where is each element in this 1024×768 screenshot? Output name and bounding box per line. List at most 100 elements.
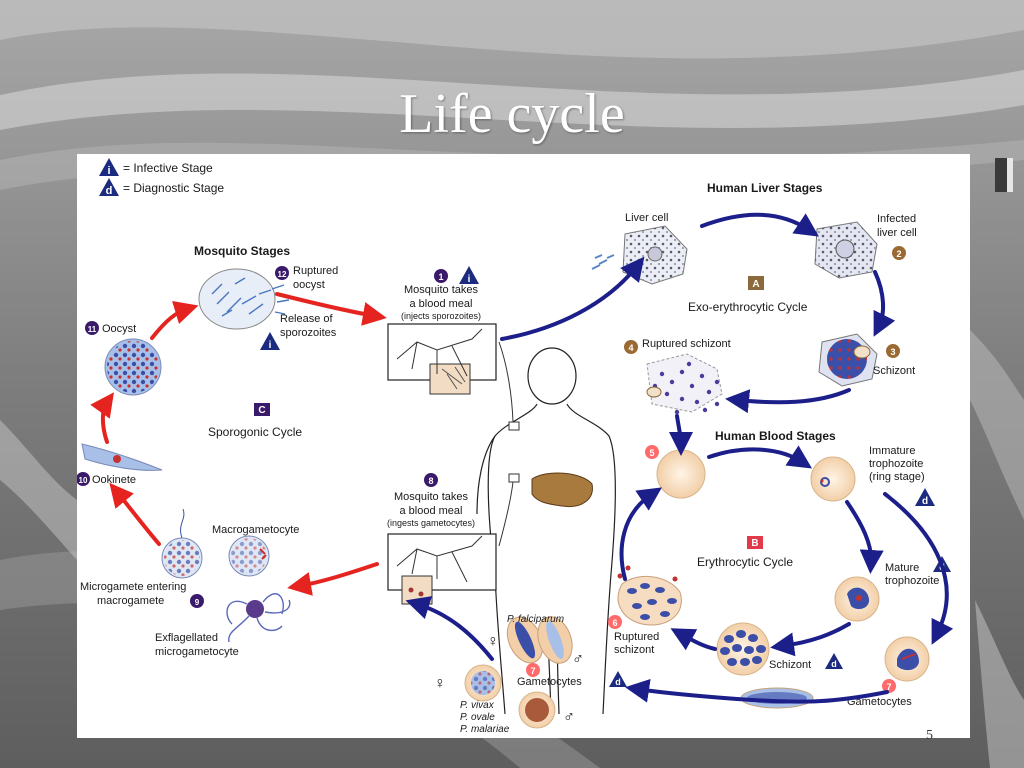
- malariae-label: P. malariae: [460, 724, 510, 735]
- liver-icon: [531, 472, 593, 508]
- feeding-site-marker: [508, 473, 520, 483]
- ruptured-oocyst-label-1: Ruptured: [293, 265, 338, 277]
- cycle-b-badge: [747, 536, 763, 549]
- stage-1-label-1: Mosquito takes: [404, 284, 478, 296]
- blood-stages-heading: Human Blood Stages: [715, 429, 836, 443]
- arrow-rupture-to-rbc-loop: [619, 487, 662, 581]
- stage-5-number: 5: [649, 448, 654, 458]
- erythrocytic-cycle-label: Erythrocytic Cycle: [697, 555, 793, 569]
- ookinete-icon: [81, 443, 163, 471]
- stage-4-badge: [624, 340, 638, 354]
- sporozoites-icon: [591, 254, 615, 270]
- vivax-ovale-malariae-gametocytes: [464, 664, 556, 729]
- oocyst-label: Oocyst: [102, 323, 136, 335]
- stage-7-number-right: 7: [886, 682, 891, 692]
- ruptured-schizont-blood-label-2: schizont: [614, 644, 654, 656]
- male-symbol-top: ♂: [572, 651, 584, 668]
- malaria-life-cycle-diagram: i = Infective Stage d = Diagnostic Stage…: [77, 154, 970, 738]
- arrow-ookinete-to-oocyst: [90, 392, 114, 444]
- svg-text:d: d: [831, 659, 837, 669]
- stage-8-label-1: Mosquito takes: [394, 491, 468, 503]
- callout-line-bottom: [498, 481, 514, 547]
- legend: i = Infective Stage d = Diagnostic Stage: [99, 158, 224, 197]
- stage-8-label-3: (ingests gametocytes): [387, 518, 475, 528]
- infected-liver-cell-label-2: liver cell: [877, 227, 917, 239]
- stage-1-label-3: (injects sporozoites): [401, 311, 481, 321]
- cycle-a-letter: A: [752, 279, 759, 290]
- liver-cell-label: Liver cell: [625, 212, 668, 224]
- arrow-ring-to-mature: [845, 500, 884, 574]
- exo-erythrocytic-cycle-label: Exo-erythrocytic Cycle: [688, 300, 808, 314]
- stage-9-badge: [190, 594, 204, 608]
- liver-cell-icon: [622, 225, 688, 285]
- legend-infective-label: = Infective Stage: [123, 161, 213, 175]
- callout-line-top: [498, 341, 514, 423]
- stage-2-number: 2: [896, 249, 901, 259]
- cycle-c-letter: C: [258, 405, 265, 416]
- human-cycle-arrows: [405, 212, 954, 704]
- microgamete-label-2: macrogamete: [97, 595, 164, 607]
- cycle-b-letter: B: [751, 538, 758, 549]
- infective-stage-icon: i: [99, 158, 119, 177]
- arrow-oocyst-to-rupture: [150, 300, 199, 340]
- mosquito-stages-heading: Mosquito Stages: [194, 244, 290, 258]
- svg-text:i: i: [468, 274, 471, 285]
- arrow-rupture-to-rbc: [668, 414, 693, 456]
- svg-text:d: d: [922, 496, 928, 507]
- cycle-a-badge: [748, 276, 764, 290]
- vivax-label: P. vivax: [460, 700, 495, 711]
- immature-trophozoite-label-2: trophozoite: [869, 458, 923, 470]
- svg-text:i: i: [107, 165, 110, 177]
- arrow-gametes-to-ookinete: [109, 482, 161, 546]
- stage-8-badge: [424, 473, 438, 487]
- stage-11-number: 11: [88, 325, 97, 334]
- stage-11-badge: [85, 321, 99, 335]
- release-sporozoites-label-1: Release of: [280, 313, 334, 325]
- arrow-schizont-to-rupture-blood: [670, 628, 717, 651]
- stage-5-badge: [645, 445, 659, 459]
- liver-stages-heading: Human Liver Stages: [707, 181, 823, 195]
- cycle-c-badge: [254, 403, 270, 416]
- stage-3-number: 3: [890, 347, 895, 357]
- exflagellated-label-2: microgametocyte: [155, 646, 239, 658]
- infected-liver-cell-icon: [814, 221, 878, 279]
- stage-7-number-left: 7: [530, 666, 535, 676]
- falciparum-label: P. falciparum: [507, 614, 564, 625]
- stage-9-number: 9: [195, 598, 200, 607]
- diagnostic-icon-schizont: d: [825, 653, 843, 669]
- arrow-rupture-to-mosquito: [275, 292, 387, 326]
- microgamete-label-1: Microgamete entering: [80, 581, 186, 593]
- injection-site-marker: [508, 421, 520, 431]
- arrow-liver-to-infected: [700, 212, 819, 237]
- infective-icon-stage-1: i: [459, 266, 479, 285]
- gametocytes-label-left: Gametocytes: [517, 676, 582, 688]
- male-symbol-bottom: ♂: [563, 709, 575, 726]
- ruptured-oocyst-icon: [198, 268, 290, 330]
- mature-trophozoite-label-1: Mature: [885, 562, 919, 574]
- diagnostic-stage-icon: d: [99, 178, 119, 197]
- arrow-mature-to-schizont: [770, 622, 851, 657]
- liver-schizont-label: Schizont: [873, 365, 915, 377]
- exflagellated-label-1: Exflagellated: [155, 632, 218, 644]
- stage-6-number: 6: [612, 618, 617, 628]
- mosquito-cycle-arrows: [90, 292, 387, 596]
- blood-schizont-label: Schizont: [769, 659, 811, 671]
- arrow-infected-to-schizont: [873, 270, 896, 337]
- svg-text:d: d: [615, 677, 621, 687]
- stage-3-badge: [886, 344, 900, 358]
- stage-8-label-2: a blood meal: [400, 505, 463, 517]
- svg-text:i: i: [269, 340, 272, 351]
- immature-trophozoite-label-1: Immature: [869, 445, 915, 457]
- falciparum-gametocytes: [506, 616, 573, 664]
- sporogonic-cycle-label: Sporogonic Cycle: [208, 425, 302, 439]
- arrow-gametocytes-to-mosquito: [405, 596, 494, 661]
- infected-liver-cell-label-1: Infected: [877, 213, 916, 225]
- arrow-to-liver: [500, 256, 645, 341]
- stage-8-number: 8: [428, 476, 433, 486]
- mosquito-feeding-panel-top: [387, 323, 497, 395]
- stage-1-badge: [434, 269, 448, 283]
- stage-4-number: 4: [628, 343, 633, 353]
- page-number: 5: [926, 728, 933, 743]
- macrogametocyte-label: Macrogametocyte: [212, 524, 299, 536]
- ruptured-schizont-liver-label: Ruptured schizont: [642, 338, 731, 350]
